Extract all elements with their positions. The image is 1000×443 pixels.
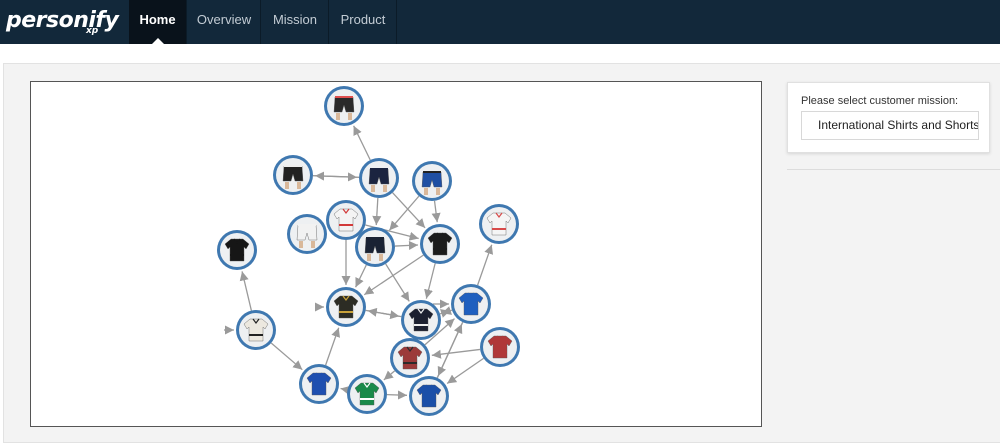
graph-edge bbox=[439, 309, 451, 318]
product-node[interactable] bbox=[299, 364, 339, 404]
shirt-icon bbox=[486, 212, 512, 236]
product-node[interactable] bbox=[273, 155, 313, 195]
product-node[interactable] bbox=[420, 224, 460, 264]
product-node[interactable] bbox=[359, 158, 399, 198]
product-node-background bbox=[290, 217, 324, 251]
graph-canvas bbox=[217, 86, 520, 416]
product-node-background bbox=[415, 164, 449, 198]
product-node[interactable] bbox=[324, 86, 364, 126]
brand-suffix: xp bbox=[86, 26, 99, 36]
product-node[interactable] bbox=[390, 338, 430, 378]
brand-logo[interactable]: personify xp bbox=[6, 5, 119, 39]
shirt-icon bbox=[333, 295, 359, 319]
jacket-icon bbox=[427, 232, 453, 256]
mission-selector-panel: Please select customer mission: Internat… bbox=[787, 82, 990, 153]
graph-edge bbox=[431, 200, 441, 223]
shorts-icon bbox=[333, 96, 355, 120]
product-node[interactable] bbox=[401, 300, 441, 340]
product-node[interactable] bbox=[355, 227, 395, 267]
graph-edge bbox=[239, 271, 253, 311]
graph-edge bbox=[386, 390, 408, 400]
graph-nodes bbox=[217, 86, 520, 416]
top-navbar: personify xp Home Overview Mission Produ… bbox=[0, 0, 1000, 44]
brand-name: personify bbox=[6, 8, 119, 33]
graph-edge bbox=[394, 240, 419, 250]
graph-edge bbox=[363, 254, 424, 296]
shirt-icon bbox=[354, 382, 380, 406]
graph-edge bbox=[372, 197, 382, 226]
product-node[interactable] bbox=[287, 214, 327, 254]
shirt-icon bbox=[408, 308, 434, 332]
graph-edge bbox=[365, 309, 400, 320]
shirt-icon bbox=[397, 346, 423, 370]
graph-edge bbox=[392, 192, 426, 229]
graph-edge bbox=[385, 263, 410, 302]
graph-edge bbox=[424, 318, 455, 346]
product-node-background bbox=[358, 230, 392, 264]
tab-home[interactable]: Home bbox=[129, 0, 187, 44]
shirt-icon bbox=[243, 318, 269, 342]
shirt-icon bbox=[333, 208, 359, 232]
graph-edge bbox=[383, 370, 396, 381]
product-node[interactable] bbox=[217, 230, 257, 270]
product-node-background bbox=[327, 89, 361, 123]
graph-edge bbox=[388, 195, 420, 231]
tab-overview[interactable]: Overview bbox=[188, 0, 261, 44]
graph-edge bbox=[476, 244, 494, 286]
product-node[interactable] bbox=[451, 284, 491, 324]
graph-edge bbox=[270, 342, 303, 371]
product-node[interactable] bbox=[409, 376, 449, 416]
shirt-icon bbox=[487, 335, 513, 359]
product-node[interactable] bbox=[347, 374, 387, 414]
graph-edge bbox=[340, 385, 351, 395]
product-network-graph[interactable] bbox=[30, 81, 762, 427]
shirt-icon bbox=[458, 292, 484, 316]
mission-label: Please select customer mission: bbox=[801, 95, 959, 107]
graph-edge bbox=[354, 264, 367, 288]
graph-edge bbox=[353, 125, 371, 161]
graph-edge bbox=[446, 357, 484, 385]
panel-divider bbox=[787, 169, 1000, 170]
product-node[interactable] bbox=[412, 161, 452, 201]
product-node[interactable] bbox=[480, 327, 520, 367]
shorts-icon bbox=[364, 237, 386, 261]
graph-edge bbox=[325, 327, 341, 366]
shorts-icon bbox=[421, 171, 443, 195]
graph-inbound-arrows bbox=[224, 299, 449, 335]
shirt-icon bbox=[306, 372, 332, 396]
tab-product[interactable]: Product bbox=[330, 0, 397, 44]
product-node[interactable] bbox=[236, 310, 276, 350]
shorts-icon bbox=[282, 165, 304, 189]
product-node[interactable] bbox=[479, 204, 519, 244]
product-node-background bbox=[276, 158, 310, 192]
graph-edge bbox=[431, 348, 481, 359]
tab-mission[interactable]: Mission bbox=[262, 0, 329, 44]
shirt-icon bbox=[416, 384, 442, 408]
jacket-icon bbox=[224, 238, 250, 262]
shorts-icon bbox=[296, 224, 318, 248]
product-node-background bbox=[362, 161, 396, 195]
shorts-icon bbox=[368, 168, 390, 192]
graph-edge bbox=[312, 172, 358, 182]
graph-edge bbox=[424, 263, 436, 299]
product-node[interactable] bbox=[326, 287, 366, 327]
graph-edge bbox=[436, 323, 463, 379]
mission-select[interactable]: International Shirts and Shorts bbox=[801, 111, 979, 140]
product-node[interactable] bbox=[326, 200, 366, 240]
